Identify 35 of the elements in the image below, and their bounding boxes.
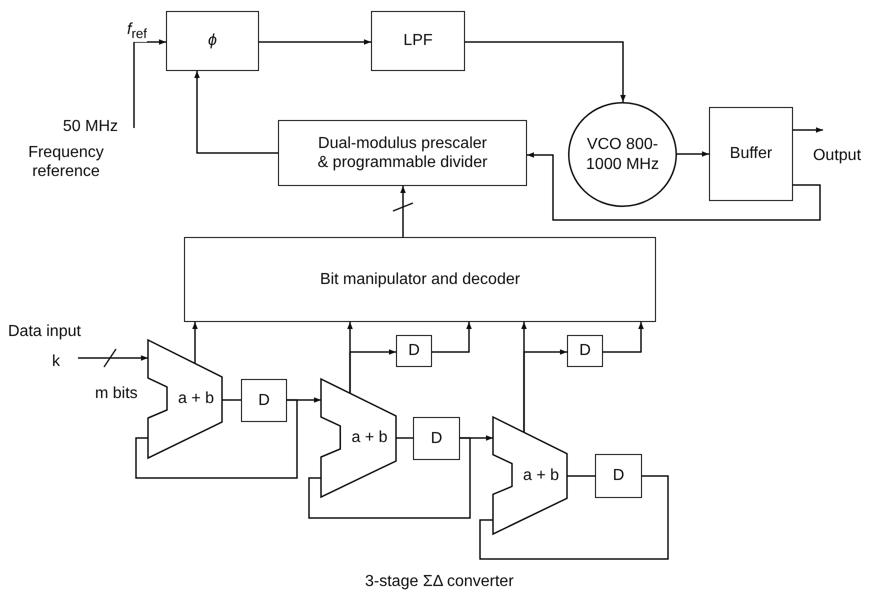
adder-label: a + b — [522, 466, 560, 486]
input-label: Data input — [8, 322, 81, 342]
frequency-label: 50 MHz — [62, 117, 118, 136]
arrow — [527, 152, 821, 221]
arrow — [194, 71, 278, 154]
arrow — [465, 41, 626, 102]
adder-label: a + b — [178, 389, 214, 409]
filter-box: LPF — [371, 11, 465, 71]
adder-label: a + b — [351, 428, 388, 448]
bus-width-label: m bits — [95, 384, 138, 404]
decoder-box: Bit manipulator and decoder — [184, 237, 656, 322]
arrow — [259, 39, 371, 45]
arrow — [523, 349, 567, 432]
arrow — [133, 39, 166, 128]
arrow — [78, 355, 148, 361]
buffer-box: Buffer — [709, 107, 793, 201]
input-name: k — [52, 352, 60, 372]
edge-label: f$_{ref}$ — [127, 20, 148, 42]
input-description: Frequency reference — [27, 143, 105, 182]
arrow — [349, 349, 396, 394]
delay-box: D — [567, 335, 603, 367]
phase-detector-box: ϕ — [166, 11, 259, 71]
delay-box: D — [396, 335, 432, 367]
delay-box: D — [595, 454, 642, 498]
output-label: Output — [812, 146, 862, 166]
arrow — [400, 186, 406, 237]
arrow — [432, 322, 472, 353]
arrow — [793, 127, 823, 133]
delay-box: D — [241, 379, 287, 422]
caption: 3-stage ΣΔ converter — [365, 572, 514, 592]
delay-box: D — [413, 417, 460, 460]
oscillator-label: VCO 800-1000 MHz — [585, 135, 660, 174]
arrow — [603, 322, 644, 353]
arrow — [677, 151, 709, 157]
arrow — [192, 322, 198, 363]
